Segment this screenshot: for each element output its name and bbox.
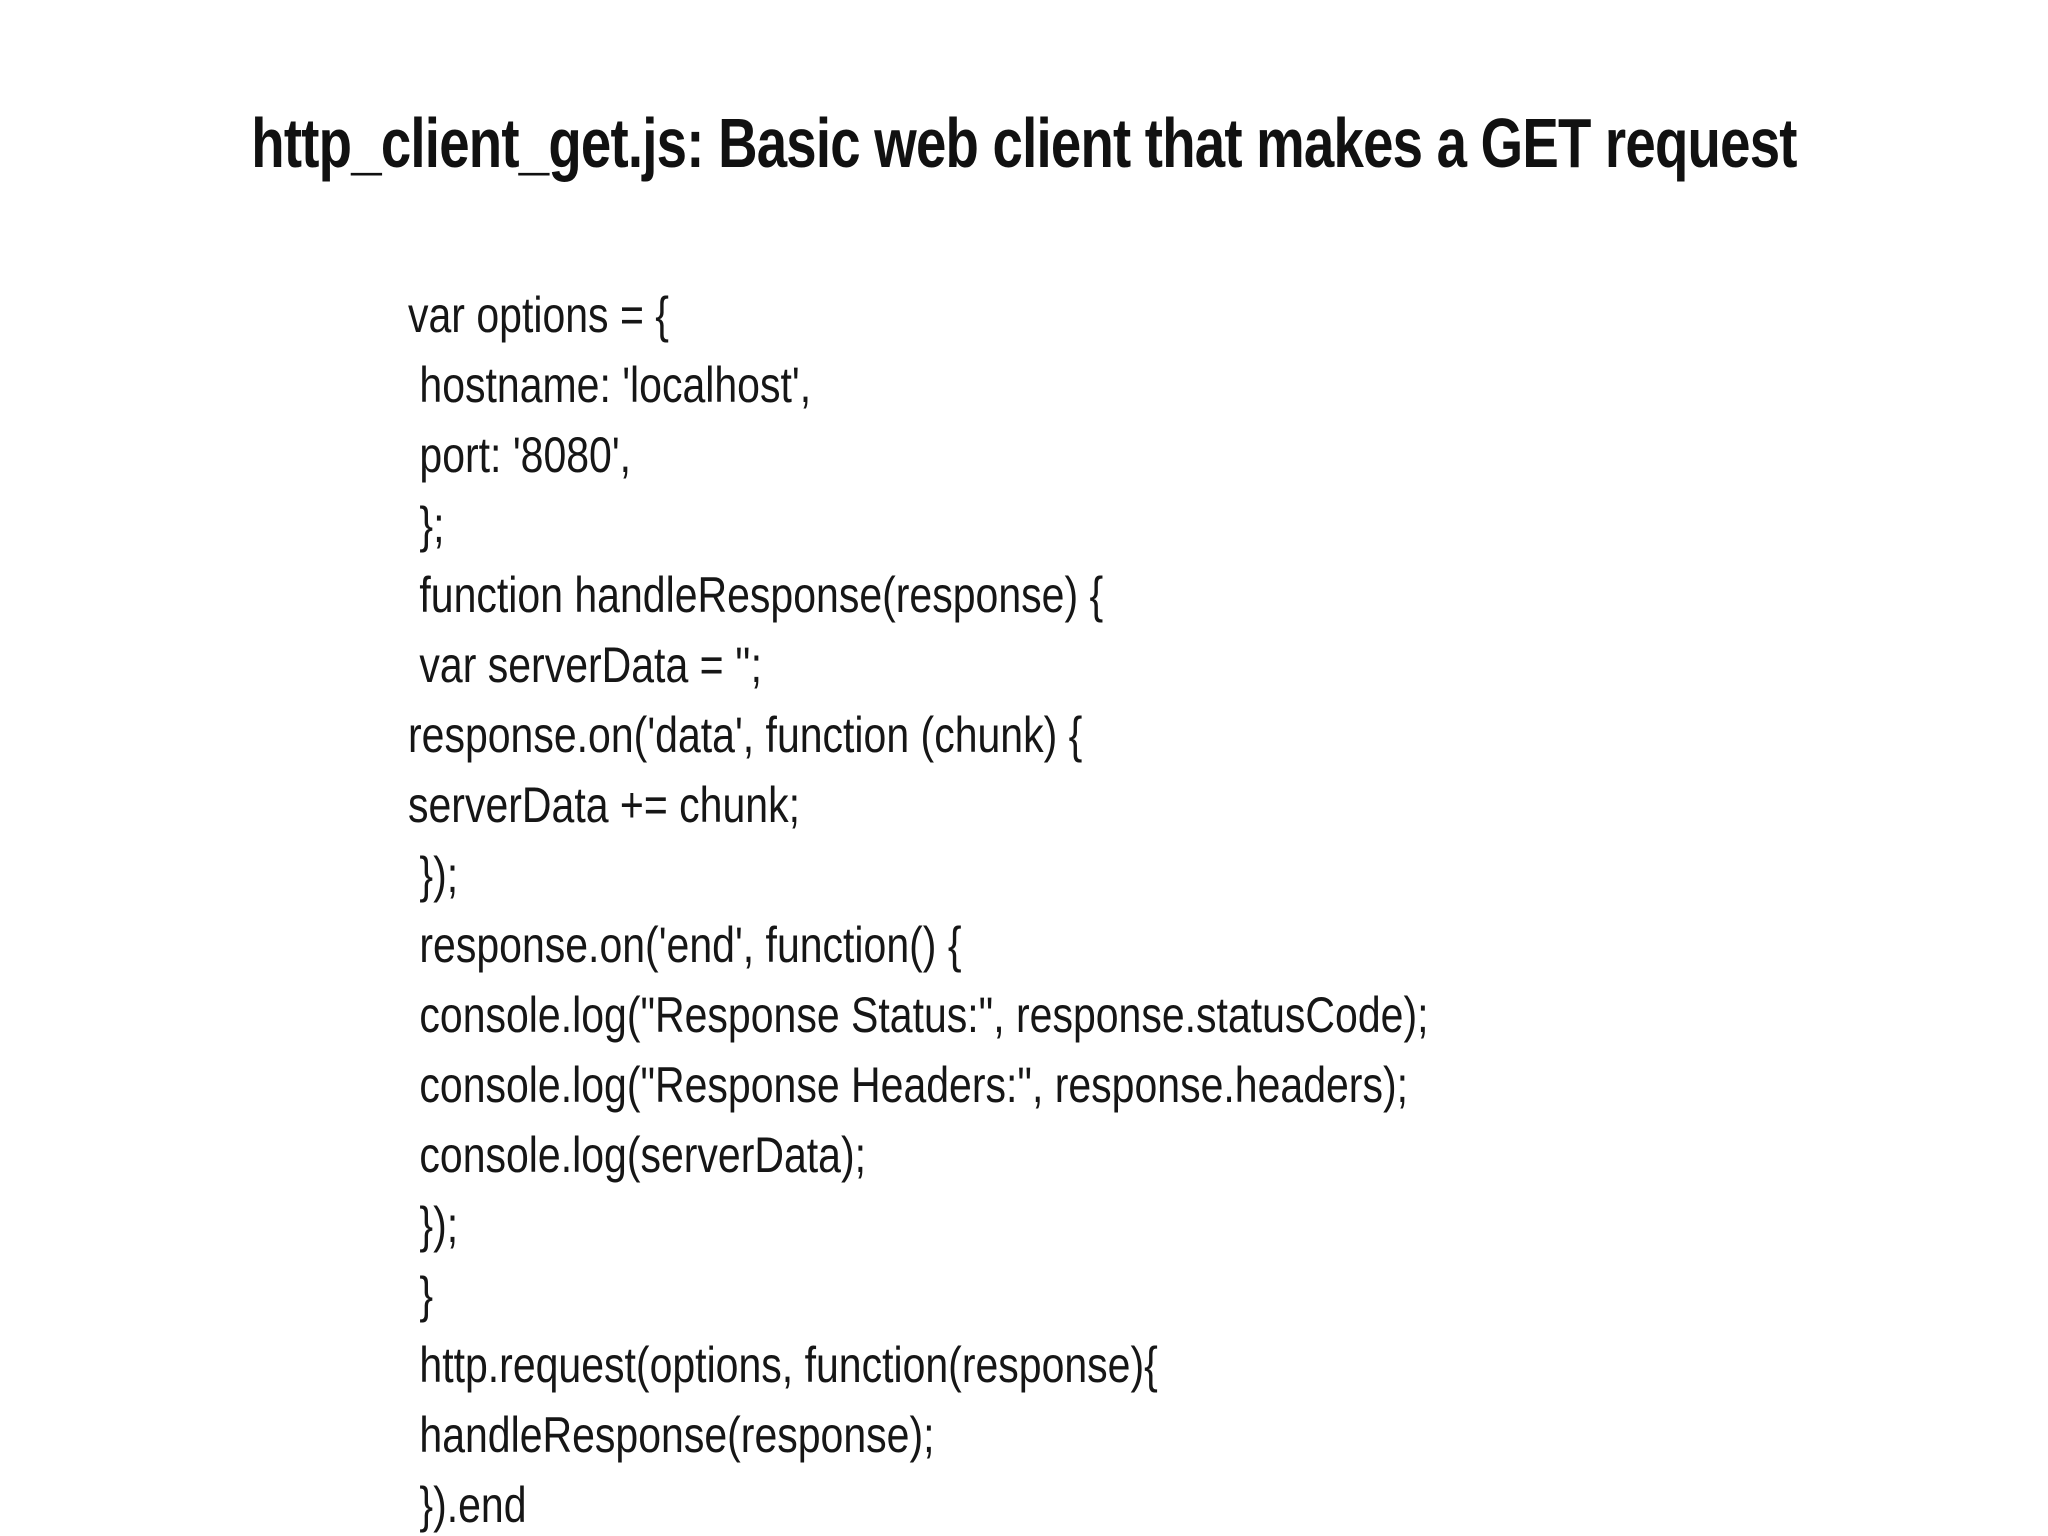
- slide-title: http_client_get.js: Basic web client tha…: [251, 104, 1797, 182]
- code-listing: var options = { hostname: 'localhost', p…: [408, 287, 1429, 1533]
